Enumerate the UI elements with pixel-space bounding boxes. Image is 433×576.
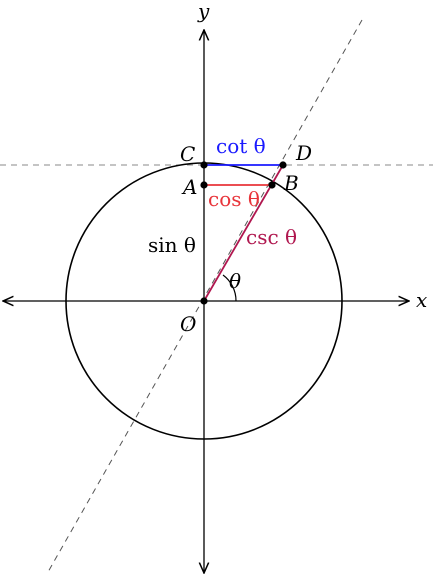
label-O: O — [180, 312, 196, 336]
theta-angle-arc — [222, 274, 237, 302]
label-D: D — [295, 141, 312, 165]
point-A — [200, 181, 208, 189]
oblique-dashed-line — [47, 19, 363, 573]
theta-label: θ — [229, 269, 241, 293]
cot-label: cot θ — [216, 134, 266, 158]
label-C: C — [180, 142, 195, 166]
point-C — [200, 161, 208, 169]
csc-label: csc θ — [246, 225, 297, 249]
label-B: B — [283, 171, 299, 195]
label-A: A — [181, 175, 197, 199]
x-axis-label: x — [416, 288, 427, 312]
point-B — [268, 181, 276, 189]
y-axis-label: y — [197, 0, 210, 23]
sin-label: sin θ — [148, 233, 196, 257]
point-O — [200, 297, 208, 305]
point-D — [279, 161, 287, 169]
cos-label: cos θ — [208, 187, 260, 211]
